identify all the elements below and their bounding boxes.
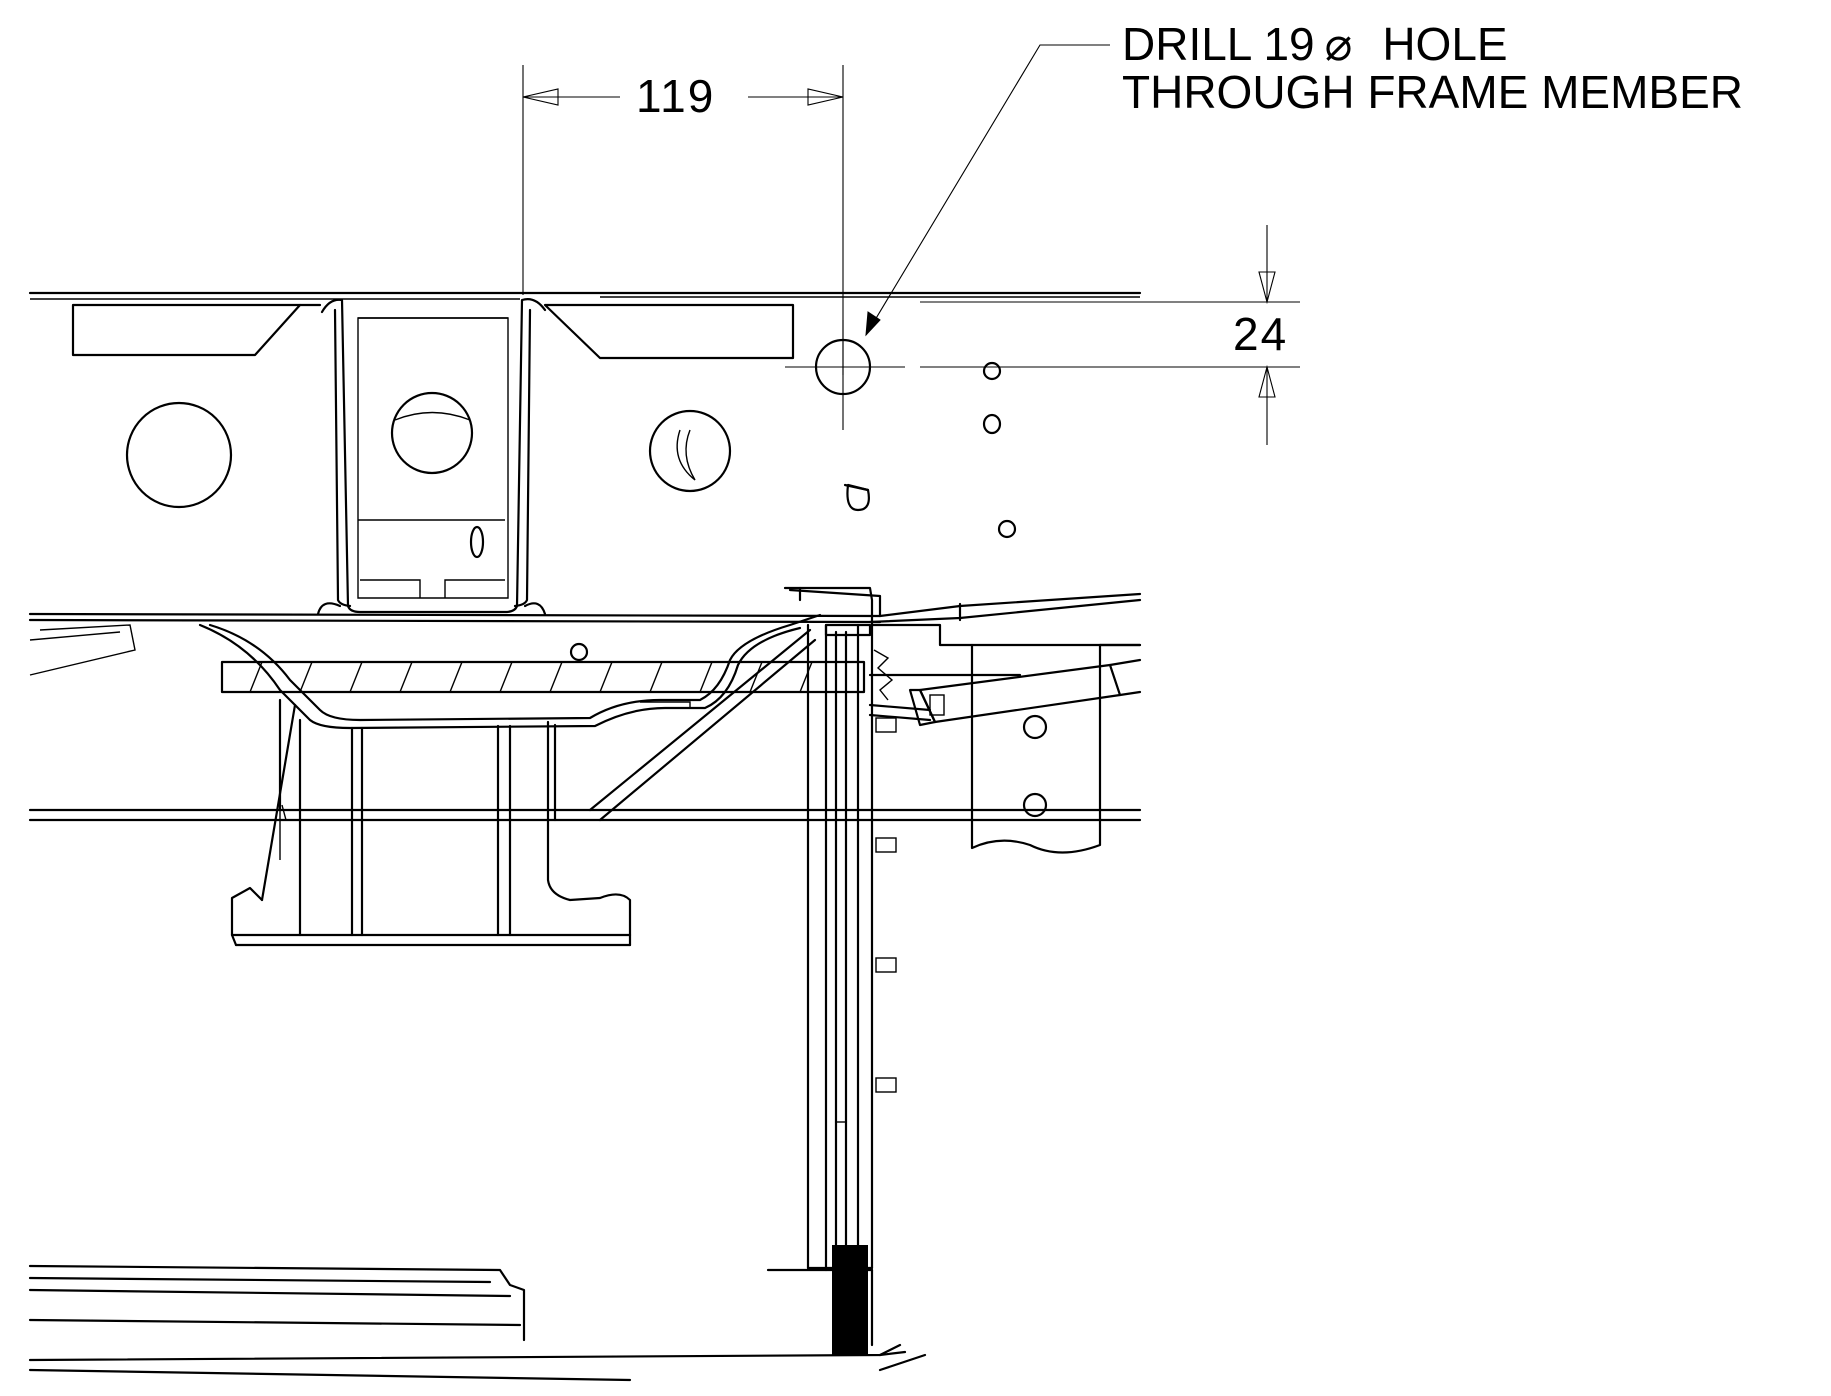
note-line1: DRILL 19	[1122, 18, 1315, 70]
note-line2: THROUGH FRAME MEMBER	[1122, 66, 1743, 118]
frame-channel	[316, 298, 547, 616]
frame-top-plate	[28, 291, 1142, 360]
lightening-holes	[125, 391, 732, 509]
dimension-24: 24	[920, 225, 1300, 445]
dimension-24-label: 24	[1233, 308, 1288, 360]
svg-text:DRILL 19⌀HOLE: DRILL 19⌀ HOLE	[1122, 18, 1508, 70]
note-line1-suffix: HOLE	[1382, 18, 1507, 70]
small-holes	[569, 361, 1017, 662]
drill-note: DRILL 19⌀ HOLE THROUGH FRAME MEMBER	[865, 18, 1743, 337]
drill-hole	[785, 320, 905, 430]
bottom-floor	[28, 1264, 927, 1382]
right-bracket	[868, 602, 1142, 854]
floor-pan	[198, 613, 866, 730]
crossmember	[28, 628, 1142, 947]
vertical-post	[766, 586, 897, 1355]
dimension-119-label: 119	[636, 70, 715, 122]
dimension-119: 119	[522, 65, 844, 375]
diameter-symbol: ⌀	[1325, 18, 1353, 70]
